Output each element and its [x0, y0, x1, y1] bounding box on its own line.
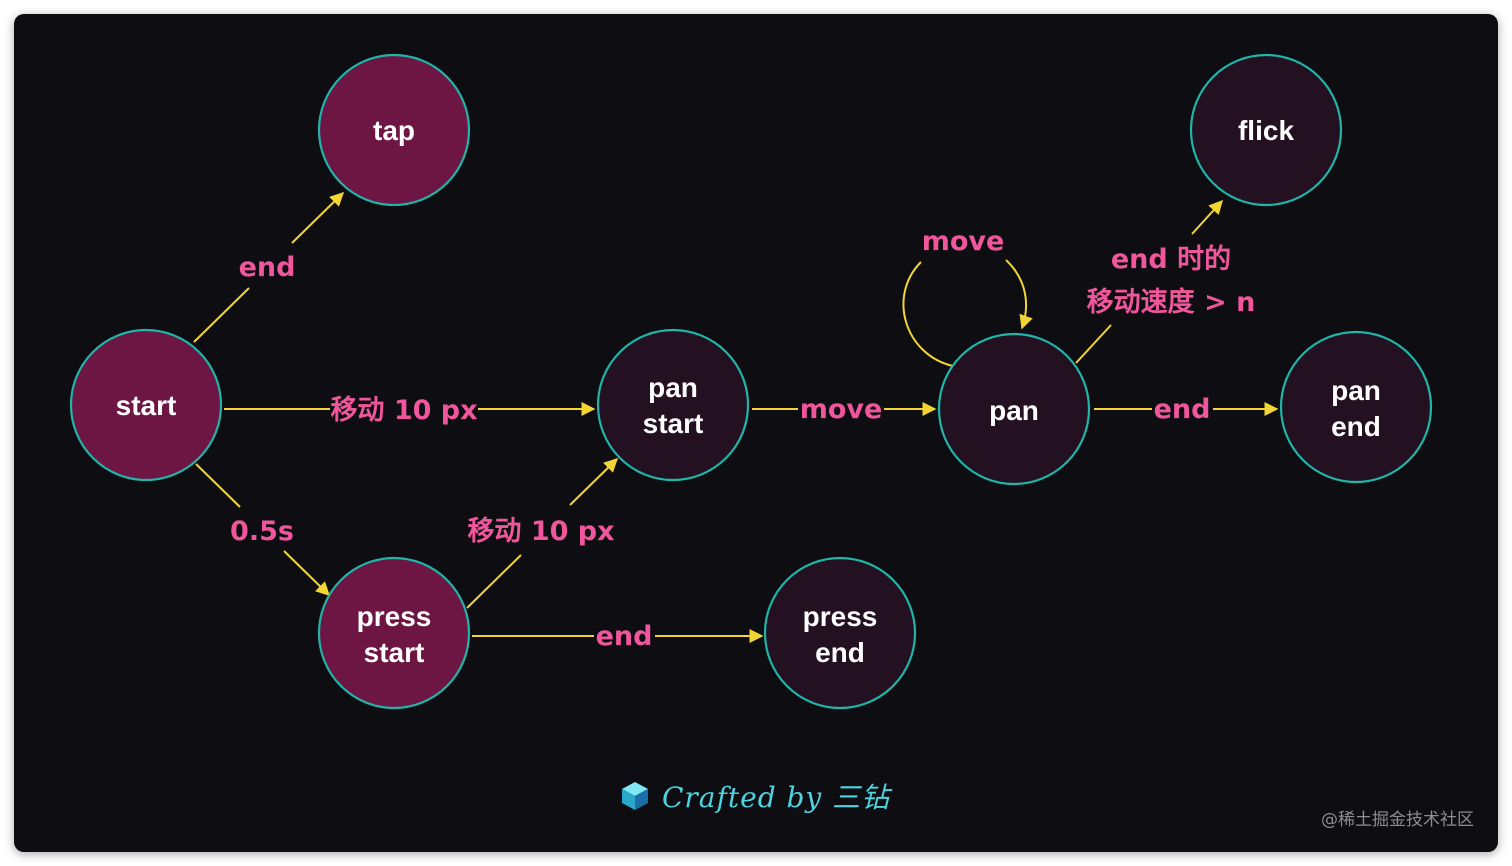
node-label-line1: press [803, 601, 878, 632]
node-label-line2: start [643, 408, 704, 439]
node-label-line2: end [1331, 411, 1381, 442]
diagram-canvas: end 移动 10 px 0.5s 移动 10 px end move move [14, 14, 1498, 852]
edge-press-start-press-end: end [472, 621, 764, 652]
edge-press-start-pan-start: 移动 10 px [466, 458, 619, 609]
node-pan-start: pan start [596, 328, 750, 482]
watermark: @稀土掘金技术社区 [1321, 810, 1474, 830]
edge-pan-loop: move [902, 226, 1033, 367]
node-label-line2: start [364, 637, 425, 668]
node-flick: flick [1189, 53, 1343, 207]
credit: Crafted by 三钻 [620, 776, 890, 816]
node-label-line1: pan [1331, 375, 1381, 406]
edge-label-press-start-pan-start: 移动 10 px [467, 516, 614, 547]
edge-label-pan-flick-line1: end 时的 [1111, 243, 1231, 275]
edge-label-start-tap: end [239, 252, 296, 283]
edge-label-press-start-press-end: end [596, 621, 653, 652]
edge-start-tap: end [193, 192, 344, 343]
credit-text: Crafted by 三钻 [662, 781, 891, 814]
node-pan-end: pan end [1279, 330, 1433, 484]
edge-start-press-start: 0.5s [195, 463, 331, 596]
node-label: pan [989, 395, 1039, 426]
node-pan: pan [937, 332, 1091, 486]
edge-pan-start-pan: move [752, 394, 937, 425]
state-diagram: end 移动 10 px 0.5s 移动 10 px end move move [69, 53, 1433, 710]
node-label-line2: end [815, 637, 865, 668]
node-start: start [69, 328, 223, 482]
edge-pan-pan-end: end [1094, 394, 1279, 425]
node-press-end: press end [763, 556, 917, 710]
cube-icon [622, 782, 648, 810]
node-label: tap [373, 115, 415, 146]
edge-label-pan-loop: move [922, 226, 1005, 257]
node-label-line1: press [357, 601, 432, 632]
edge-pan-flick: end 时的 移动速度 > n [1075, 199, 1256, 364]
edge-start-pan-start: 移动 10 px [224, 395, 596, 426]
edge-label-pan-start-pan: move [800, 394, 883, 425]
edge-label-start-pan-start: 移动 10 px [330, 395, 477, 426]
edge-label-pan-flick-line2: 移动速度 > n [1087, 286, 1256, 318]
node-press-start: press start [317, 556, 471, 710]
edge-label-pan-pan-end: end [1154, 394, 1211, 425]
node-tap: tap [317, 53, 471, 207]
edge-label-start-press-start: 0.5s [230, 516, 294, 547]
node-label: start [116, 390, 177, 421]
node-label: flick [1238, 115, 1294, 146]
node-label-line1: pan [648, 372, 698, 403]
